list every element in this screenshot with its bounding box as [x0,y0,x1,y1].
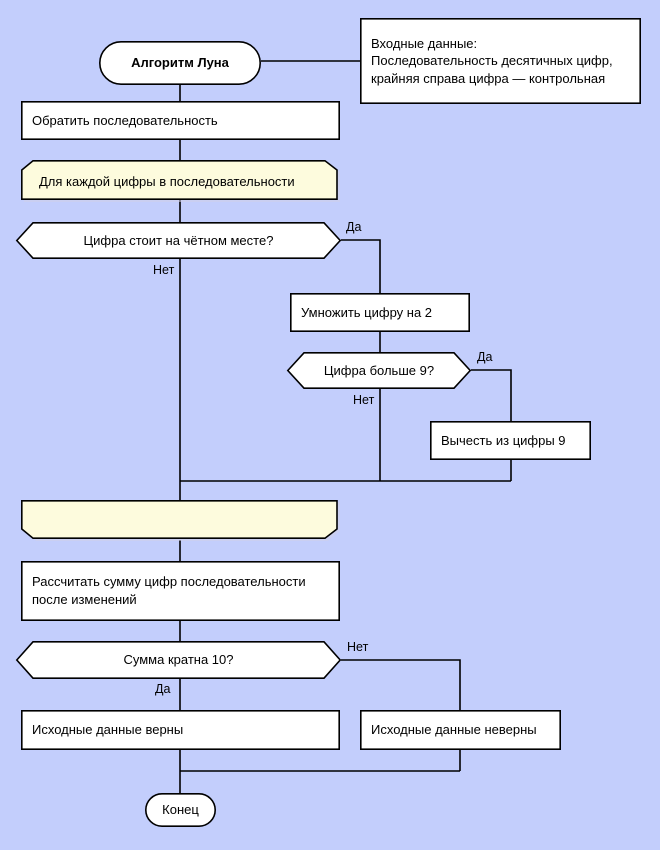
process-shape [21,101,340,141]
loop-end-shape [21,500,338,540]
node-multiply[interactable]: Умножить цифру на 2 [290,293,470,333]
edge-label-gt9-no: Нет [353,393,375,407]
node-multiply-label: Умножить цифру на 2 [301,304,433,320]
edge-decgt9-yes [471,369,512,421]
node-subtract[interactable]: Вычесть из цифры 9 [430,421,591,461]
node-input-note-label: Входные данные: Последовательность десят… [371,35,613,86]
node-valid[interactable]: Исходные данные верны [21,710,340,751]
node-decision-even[interactable]: Цифра стоит на чётном месте? [15,222,342,260]
node-invalid-label: Исходные данные неверны [371,722,537,738]
edge-deceven-yes [341,239,381,293]
decision-shape [15,641,342,680]
node-loop-end[interactable] [21,500,340,541]
node-reverse[interactable]: Обратить последовательность [21,101,340,141]
node-start-label: Алгоритм Луна [131,55,229,71]
edge-label-mod10-no: Нет [347,640,369,654]
edge-label-mod10-yes: Да [155,682,171,696]
note-shape [360,18,641,105]
process-shape [21,710,340,751]
process-shape [290,293,470,333]
decision-shape [286,352,472,390]
edge-decmod10-no [341,659,461,710]
loop-start-shape [21,160,338,201]
node-sum-label: Рассчитать сумму цифр последовательности… [32,574,306,607]
node-invalid[interactable]: Исходные данные неверны [360,710,561,751]
terminator-shape [99,41,261,86]
node-decision-gt9-label: Цифра больше 9? [323,362,435,378]
edge-label-gt9-yes: Да [477,350,493,364]
node-decision-even-label: Цифра стоит на чётном месте? [83,232,274,248]
process-shape [430,421,591,461]
node-loop-start[interactable]: Для каждой цифры в последовательности [21,160,340,202]
node-valid-label: Исходные данные верны [32,722,184,738]
node-input-note: Входные данные: Последовательность десят… [360,18,641,105]
process-shape [21,561,340,622]
node-end-label: Конец [162,802,199,818]
edge-label-even-no: Нет [153,263,175,277]
node-reverse-label: Обратить последовательность [32,112,218,128]
node-decision-mod10-label: Сумма кратна 10? [123,652,234,668]
node-loop-start-label: Для каждой цифры в последовательности [39,173,295,189]
process-shape [360,710,561,751]
terminator-shape [145,793,217,828]
node-decision-mod10[interactable]: Сумма кратна 10? [15,641,342,680]
node-subtract-label: Вычесть из цифры 9 [441,432,566,448]
decision-shape [15,222,342,260]
node-decision-gt9[interactable]: Цифра больше 9? [286,352,472,390]
node-end[interactable]: Конец [145,793,217,828]
edge-label-even-yes: Да [346,220,362,234]
node-sum[interactable]: Рассчитать сумму цифр последовательности… [21,561,340,622]
node-start[interactable]: Алгоритм Луна [99,41,261,86]
node-loop-end-label [21,500,340,540]
